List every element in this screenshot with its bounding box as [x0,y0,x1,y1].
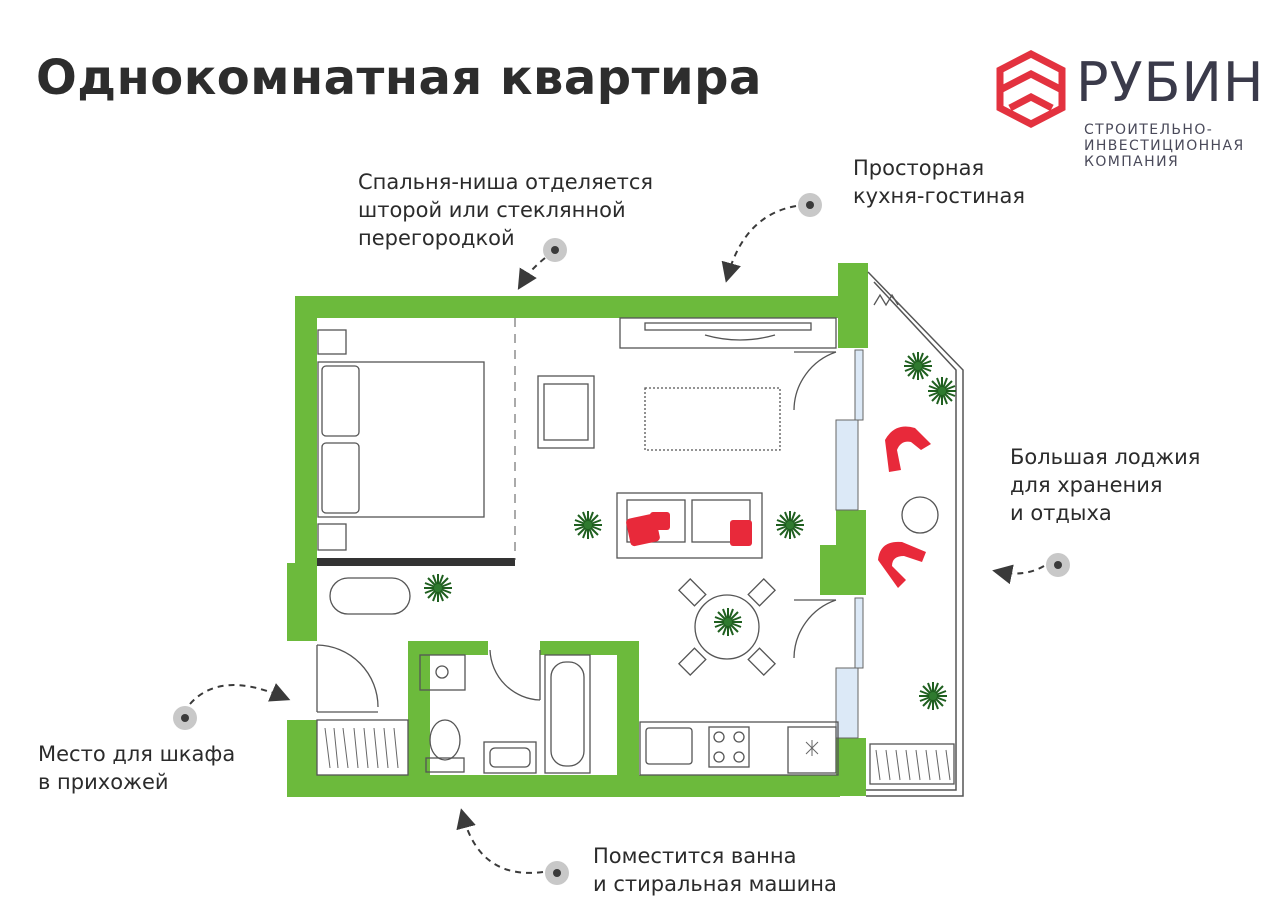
callout-line: Большая лоджия [1010,445,1201,469]
doors [316,351,837,713]
walls [287,263,868,797]
plant-icon [927,376,957,406]
wardrobe-hangers [324,727,951,781]
marker-icon [173,706,197,730]
plant-icons [423,351,957,711]
plant-icon [423,573,453,603]
callout-line: Место для шкафа [38,742,236,766]
callout-loggia: Большая лоджия для хранения и отдыха [1010,443,1200,527]
marker-icon [543,238,567,262]
callout-line: кухня-гостиная [853,184,1026,208]
callout-bathroom: Поместится ванна и стиральная машина [593,842,837,898]
marker-icon [1046,553,1070,577]
callout-line: шторой или стеклянной [358,198,626,222]
callout-line: Просторная [853,156,985,180]
loggia-outline [866,271,964,797]
brand-tagline-line: инвестиционная [1084,138,1245,154]
callout-kitchen-living: Просторная кухня-гостиная [853,154,1025,210]
callout-arrows [173,193,1070,885]
brand-logo: РУБИН Строительно- инвестиционная компан… [996,50,1276,180]
page-title: Однокомнатная квартира [36,50,762,106]
marker-icon [798,193,822,217]
plant-icon [713,607,743,637]
brand-tagline-line: компания [1084,154,1180,170]
brand-tagline-line: Строительно- [1084,122,1214,138]
furniture [316,293,955,785]
callout-line: Спальня-ниша отделяется [358,170,654,194]
ruby-logo-icon [996,50,1066,128]
callout-hallway-wardrobe: Место для шкафа в прихожей [38,740,235,796]
red-furniture [626,426,931,588]
callout-line: в прихожей [38,770,169,794]
windows [835,349,864,739]
callout-line: и стиральная машина [593,872,837,896]
callout-line: для хранения [1010,473,1163,497]
callout-bedroom-niche: Спальня-ниша отделяется шторой или стекл… [358,168,653,252]
brand-tagline: Строительно- инвестиционная компания [1084,122,1274,170]
plant-icon [918,681,948,711]
callout-line: перегородкой [358,226,515,250]
marker-icon [545,861,569,885]
brand-name: РУБИН [1076,51,1265,114]
callout-line: Поместится ванна [593,844,797,868]
plant-icon [573,510,603,540]
callout-line: и отдыха [1010,501,1112,525]
plant-icon [903,351,933,381]
plant-icon [775,510,805,540]
niche-partition [317,558,515,566]
